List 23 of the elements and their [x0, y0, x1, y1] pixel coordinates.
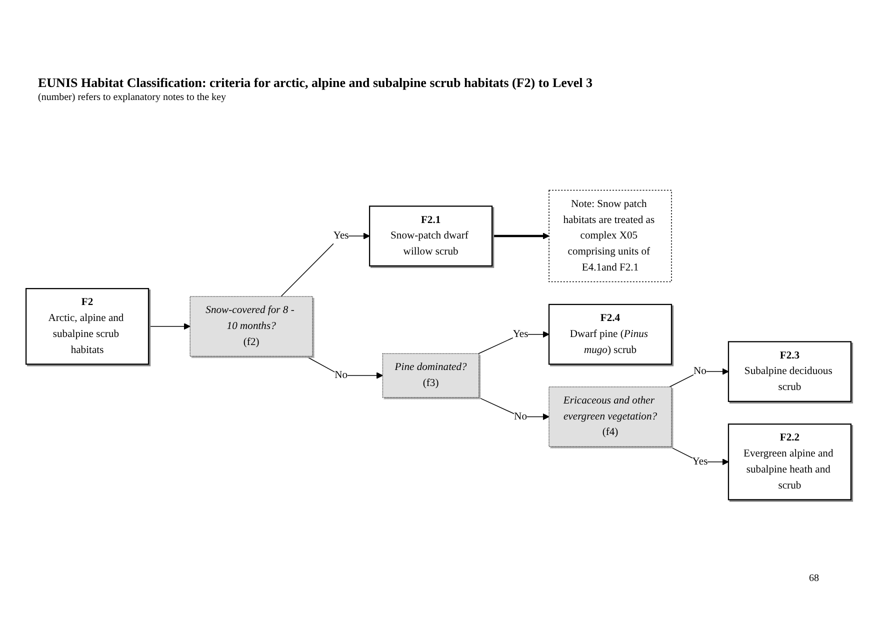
- node-box: [728, 424, 852, 500]
- node-box: [548, 190, 672, 282]
- edge-label: No: [694, 366, 706, 378]
- edge-label: No: [514, 411, 527, 422]
- node-box: [25, 288, 150, 365]
- page-number: 68: [809, 573, 819, 584]
- subtitle-note: (number) refers to explanatory notes to the key: [38, 92, 226, 103]
- node-box: [382, 353, 480, 398]
- node-box: [548, 304, 672, 365]
- edge-label: Yes: [692, 456, 708, 468]
- node-box: [369, 206, 493, 266]
- title: EUNIS Habitat Classification: criteria for arctic, alpine and subalpine scrub habitats (F2) to Level 3: [38, 75, 593, 91]
- arrow: [492, 232, 550, 240]
- edge-label: Yes: [512, 328, 528, 340]
- arrow: [148, 323, 190, 330]
- arrow: [280, 232, 370, 297]
- node-box: [548, 386, 672, 447]
- node-box: [190, 296, 313, 357]
- edge-label: No: [334, 370, 348, 382]
- edge-label: Yes: [333, 230, 349, 242]
- node-box: [728, 341, 852, 402]
- flowchart: Yes No Yes No No Yes F2 Arctic, alpine and subalpine scrub habitats Snow-covered for 8 - 10 months? (f2) F2.1 Snow-patch dwarf willow scrub Note: Snow patch habitats are treated as complex X05 comprising units of E4.1and F2.1 Pine dominated? (f3) F2.4 Dwarf pine (Pinus mugo) scrub Ericaceous and other evergreen vegetation? (f4) F2.3 Subalpine deciduous scrub F2.2 Evergreen alpine and subalpine heath and scrub: [20, 130, 857, 560]
- arrow: [669, 368, 729, 388]
